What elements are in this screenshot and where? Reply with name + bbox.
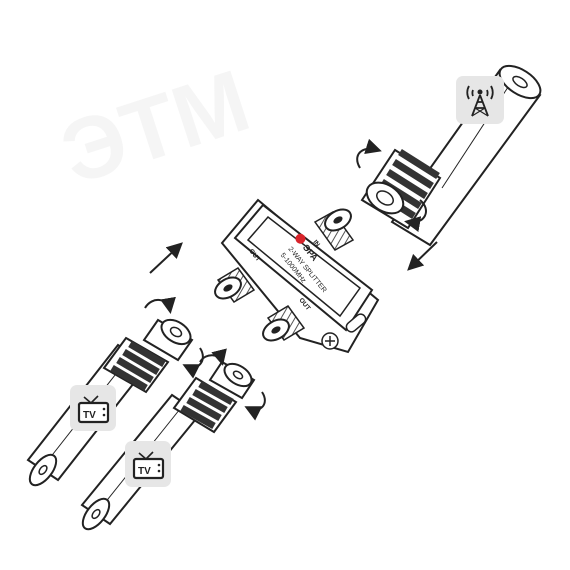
antenna-tower-icon: [466, 85, 494, 117]
tv2-badge: TV: [125, 441, 171, 487]
tv2-f-connector: [172, 360, 256, 434]
watermark: ЭТМ: [50, 50, 261, 203]
tv1-f-connector: [102, 318, 194, 394]
tv-icon: TV: [77, 395, 110, 424]
port-out-left: [214, 267, 256, 303]
tv1-badge: TV: [70, 385, 116, 431]
rotate-arrow-icon: [182, 347, 204, 379]
mounting-slot: [345, 313, 367, 333]
antenna-f-connector: [360, 148, 442, 230]
watermark-text: ЭТМ: [50, 50, 261, 203]
rotate-arrow-icon: [356, 138, 382, 169]
direction-arrow-icon: [149, 242, 183, 274]
rotate-arrow-icon: [404, 199, 427, 232]
port-in-label: IN: [311, 239, 321, 249]
ground-screw: [321, 332, 339, 350]
direction-arrow-icon: [407, 241, 438, 271]
port-in: [313, 208, 355, 251]
rotate-arrow-icon: [244, 391, 266, 421]
tv2-label: TV: [138, 466, 151, 477]
antenna-badge: [456, 76, 504, 124]
brand-logo-icon: [295, 233, 306, 244]
antenna-cable: [356, 64, 542, 247]
rotate-arrow-icon: [144, 296, 176, 314]
port-out-right: [262, 305, 306, 342]
tv-icon: TV: [132, 451, 165, 480]
rotate-arrow-icon: [199, 348, 227, 366]
tv1-label: TV: [83, 410, 96, 421]
splitter-device: ЭРА 2-WAY SPLITTER 5-1000MHz IN OUT OUT: [214, 198, 380, 354]
